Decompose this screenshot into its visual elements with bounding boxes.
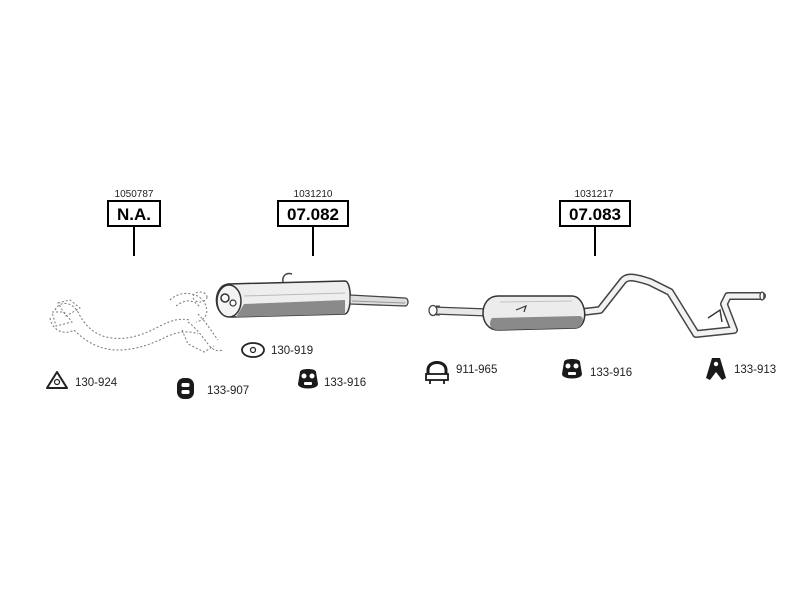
rear-assembly: 1031217 07.083 91 — [425, 189, 776, 385]
front-pipe-drawing[interactable] — [49, 291, 223, 353]
clamp-label: 911-965 — [456, 364, 497, 376]
triangle-gasket-icon[interactable] — [46, 371, 68, 389]
u-clamp-icon[interactable] — [425, 361, 449, 385]
oval-gasket-icon[interactable] — [241, 342, 265, 358]
hanger-bracket-icon[interactable] — [706, 358, 726, 380]
front-assembly: 1050787 N.A. 130-924 133- — [46, 189, 249, 399]
rubber-mount-icon[interactable] — [562, 359, 582, 379]
rubber-hanger-label: 133-907 — [207, 385, 249, 397]
front-article-number: 1050787 — [115, 189, 154, 200]
middle-assembly: 1031210 07.082 130-919 13 — [215, 189, 409, 389]
rubber-ring-hanger-icon[interactable] — [177, 378, 194, 399]
rubber-mount-icon[interactable] — [298, 369, 318, 389]
gasket-oval-label: 130-919 — [271, 345, 313, 357]
rear-article-number: 1031217 — [575, 189, 614, 200]
rear-code-box[interactable] — [559, 200, 631, 227]
middle-silencer-drawing[interactable] — [215, 272, 409, 318]
gasket-front-label: 130-924 — [75, 377, 118, 389]
mount-2-label: 133-916 — [590, 367, 632, 379]
middle-article-number: 1031210 — [294, 189, 333, 200]
middle-code-label: 07.082 — [287, 205, 339, 224]
front-code-label: N.A. — [117, 205, 151, 224]
bracket-label: 133-913 — [734, 364, 776, 376]
middle-code-box[interactable] — [277, 200, 349, 227]
rear-code-label: 07.083 — [569, 205, 621, 224]
rear-silencer-drawing[interactable] — [428, 273, 766, 338]
mount-1-label: 133-916 — [324, 377, 366, 389]
